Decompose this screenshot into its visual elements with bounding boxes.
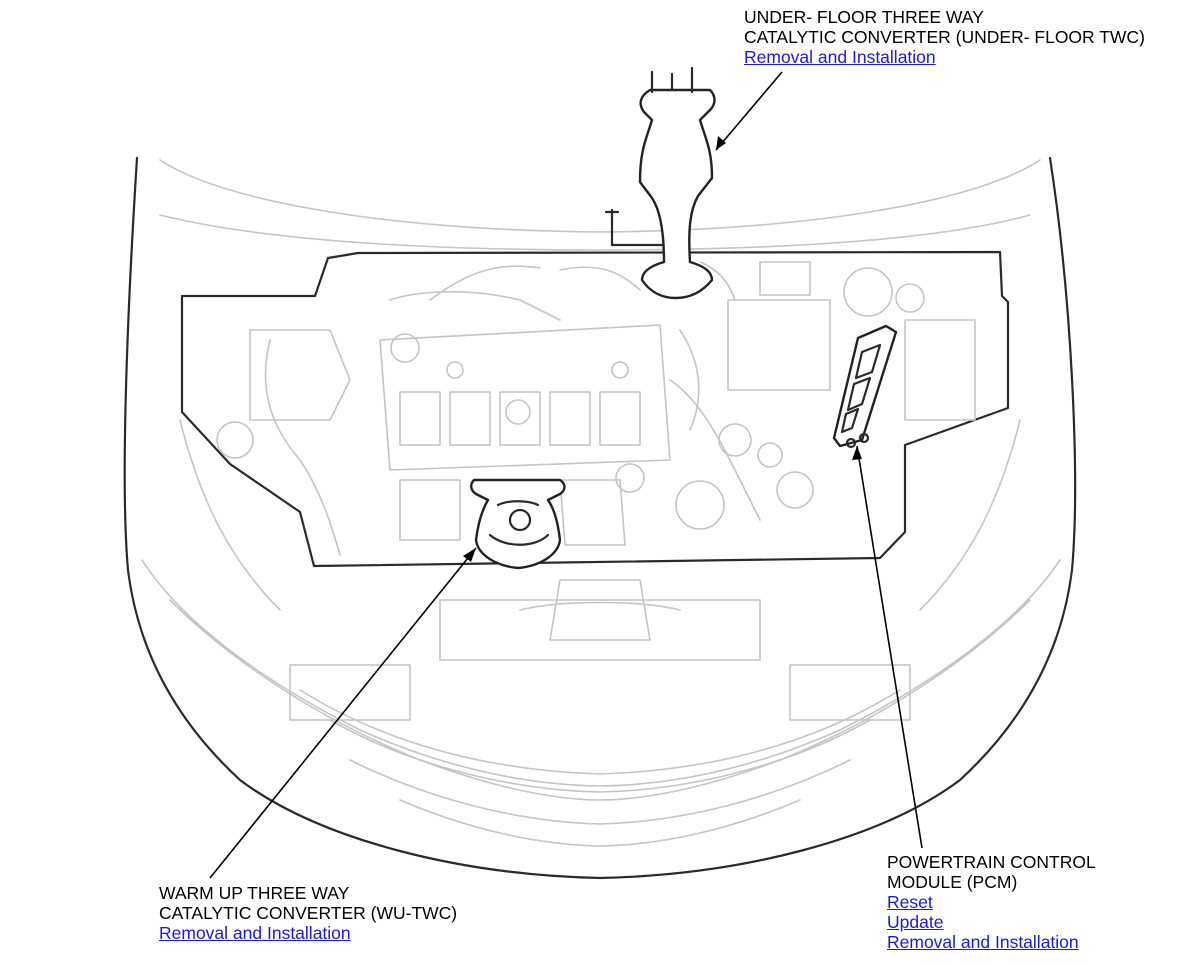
- callout-underfloor-twc: UNDER- FLOOR THREE WAY CATALYTIC CONVERT…: [744, 7, 1145, 67]
- callout-pcm-title-line2: MODULE (PCM): [887, 872, 1018, 892]
- pcm-update-link[interactable]: Update: [887, 912, 944, 932]
- warmup-twc-part: [470, 478, 566, 570]
- callout-pcm-title-line1: POWERTRAIN CONTROL: [887, 852, 1096, 872]
- engine-internals: [216, 261, 976, 556]
- callout-underfloor-twc-title-line1: UNDER- FLOOR THREE WAY: [744, 7, 984, 27]
- callout-warmup-twc-title-line2: CATALYTIC CONVERTER (WU-TWC): [159, 903, 458, 923]
- pcm-removal-installation-link[interactable]: Removal and Installation: [887, 932, 1079, 952]
- arrowhead-pcm: [852, 446, 862, 460]
- leader-warmup-twc: [209, 547, 477, 879]
- callout-underfloor-twc-title-line2: CATALYTIC CONVERTER (UNDER- FLOOR TWC): [744, 27, 1145, 47]
- car-body-outline: [123, 156, 1077, 880]
- underfloor-twc-removal-installation-link[interactable]: Removal and Installation: [744, 47, 936, 67]
- callout-pcm: POWERTRAIN CONTROL MODULE (PCM) Reset Up…: [887, 852, 1096, 952]
- leader-pcm: [856, 445, 923, 849]
- arrowhead-warmup-twc: [463, 548, 476, 562]
- callout-warmup-twc: WARM UP THREE WAY CATALYTIC CONVERTER (W…: [159, 883, 457, 943]
- callout-warmup-twc-title-line1: WARM UP THREE WAY: [159, 883, 350, 903]
- arrowhead-underfloor-twc: [716, 136, 726, 150]
- pcm-reset-link[interactable]: Reset: [887, 892, 933, 912]
- pcm-part: [832, 324, 898, 449]
- underfloor-twc-part: [604, 66, 716, 300]
- warmup-twc-removal-installation-link[interactable]: Removal and Installation: [159, 923, 351, 943]
- leader-underfloor-twc: [715, 71, 783, 151]
- leader-lines: [209, 71, 923, 879]
- engine-bay-outline: [180, 250, 1010, 568]
